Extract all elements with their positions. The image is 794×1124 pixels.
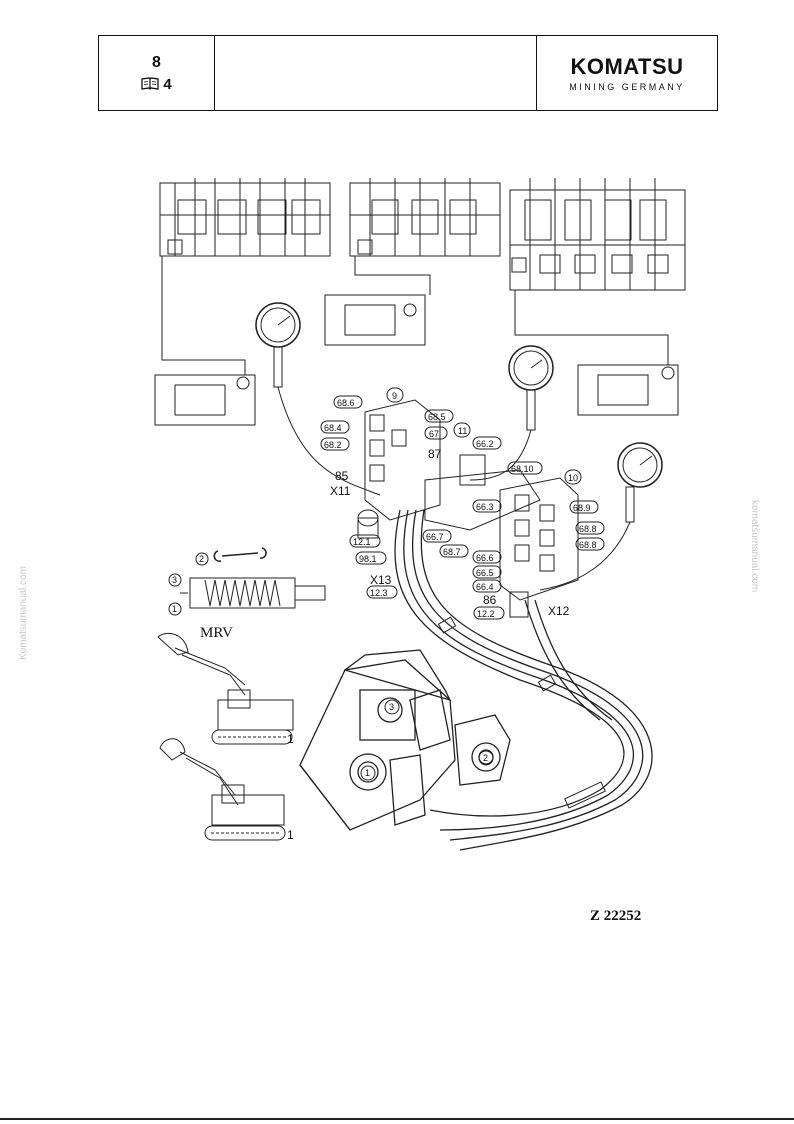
label-66-6: 66.6 [476,553,494,563]
label-callout-1: 1 [172,604,177,614]
label-12-3: 12.3 [370,588,388,598]
label-x12: X12 [548,604,570,618]
book-ref: 4 [141,75,172,93]
label-pump-2: 2 [483,753,488,763]
page-number: 8 [152,53,161,71]
book-ref-number: 4 [163,75,172,93]
mrv-valve [180,577,326,609]
label-mrv: MRV [200,625,233,641]
schematic-block-middle [349,178,501,257]
label-callout-3: 3 [172,575,177,585]
label-68-7: 68.7 [443,547,461,557]
brand-cell: KOMATSU MINING GERMANY [537,36,717,110]
label-66-4: 66.4 [476,582,494,592]
pressure-gauge-right [617,442,663,523]
label-68-5: 68.5 [428,412,446,422]
label-68-9: 68.9 [573,503,591,513]
label-66-7: 66.7 [426,532,444,542]
label-callout-2: 2 [199,554,204,564]
label-x13: X13 [370,573,392,587]
pressure-gauge-left [255,302,301,388]
schematic-block-right [509,178,686,291]
excavator-backhoe [157,632,294,745]
label-68-8: 68.8 [579,524,597,534]
sub-schematic-left [154,374,256,426]
label-68-4: 68.4 [324,423,342,433]
label-11: 11 [458,426,467,436]
page-ref-cell: 8 4 [99,36,215,110]
brand-subtitle: MINING GERMANY [569,82,685,92]
label-68-2: 68.2 [324,440,342,450]
label-68-10: 68.10 [511,464,534,474]
valve-block-left [357,399,541,539]
label-68-8-b: 68.8 [579,540,597,550]
label-68-6: 68.6 [337,398,355,408]
pump-gearbox [299,649,511,831]
sub-schematic-center [324,294,426,346]
sub-schematic-right [577,364,679,416]
header-box: 8 4 KOMATSU MINING GERMANY [98,35,718,111]
header-title-cell [215,36,537,110]
schematic-block-left [159,178,331,257]
label-85: 85 [335,469,349,483]
label-86: 86 [483,593,497,607]
label-12-1: 12.1 [353,537,371,547]
label-pump-1: 1 [365,768,370,778]
excavator-shovel [159,738,286,841]
label-67: 67 [429,429,439,439]
label-10: 10 [568,473,578,483]
figure-id: Z 22252 [590,908,642,924]
label-66-3: 66.3 [476,502,494,512]
label-66-5: 66.5 [476,568,494,578]
pressure-gauge-middle [508,345,554,431]
label-12-2: 12.2 [477,609,495,619]
label-excavator-1: 1 [287,732,294,746]
label-87: 87 [428,447,442,461]
label-pump-3: 3 [389,702,394,712]
brand-logo: KOMATSU [570,54,684,79]
valve-block-right [499,477,579,618]
label-x11: X11 [330,484,351,498]
label-excavator-2: 1 [287,828,294,842]
label-9: 9 [392,391,397,401]
wrench-icon [213,547,267,562]
label-66-2: 66.2 [476,439,494,449]
label-98-1: 98.1 [359,554,377,564]
book-icon [141,77,159,90]
bottom-rule [0,1118,794,1120]
